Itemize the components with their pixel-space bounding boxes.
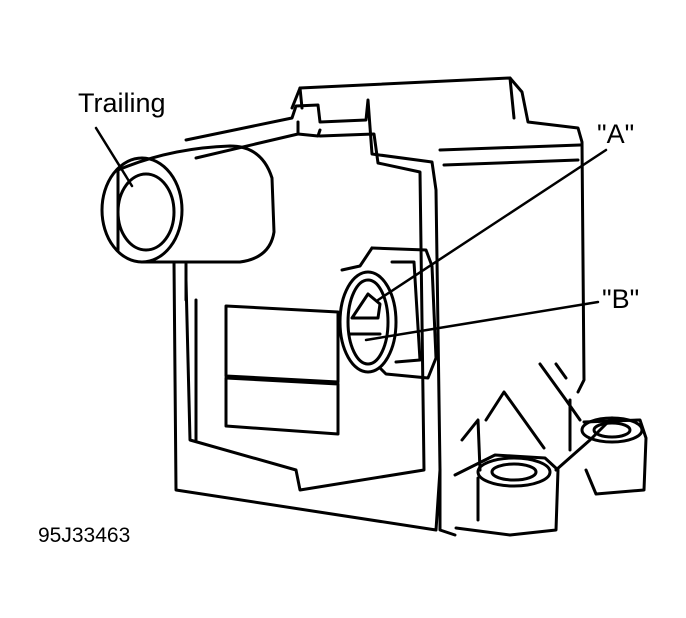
terminal-b-label: "B" [602, 284, 640, 314]
trailing-tower [100, 144, 276, 302]
leader-a [376, 148, 608, 302]
connector-housing [338, 246, 438, 380]
coil-front-face [172, 98, 442, 532]
leader-lines [94, 126, 608, 342]
mounting-ears [453, 362, 648, 537]
leader-b [364, 300, 600, 342]
leader-trailing [94, 126, 134, 188]
trailing-label: Trailing [78, 88, 166, 118]
terminal-a-label: "A" [597, 119, 635, 149]
label-plates [224, 304, 340, 436]
figure-id-label: 95J33463 [38, 524, 131, 547]
